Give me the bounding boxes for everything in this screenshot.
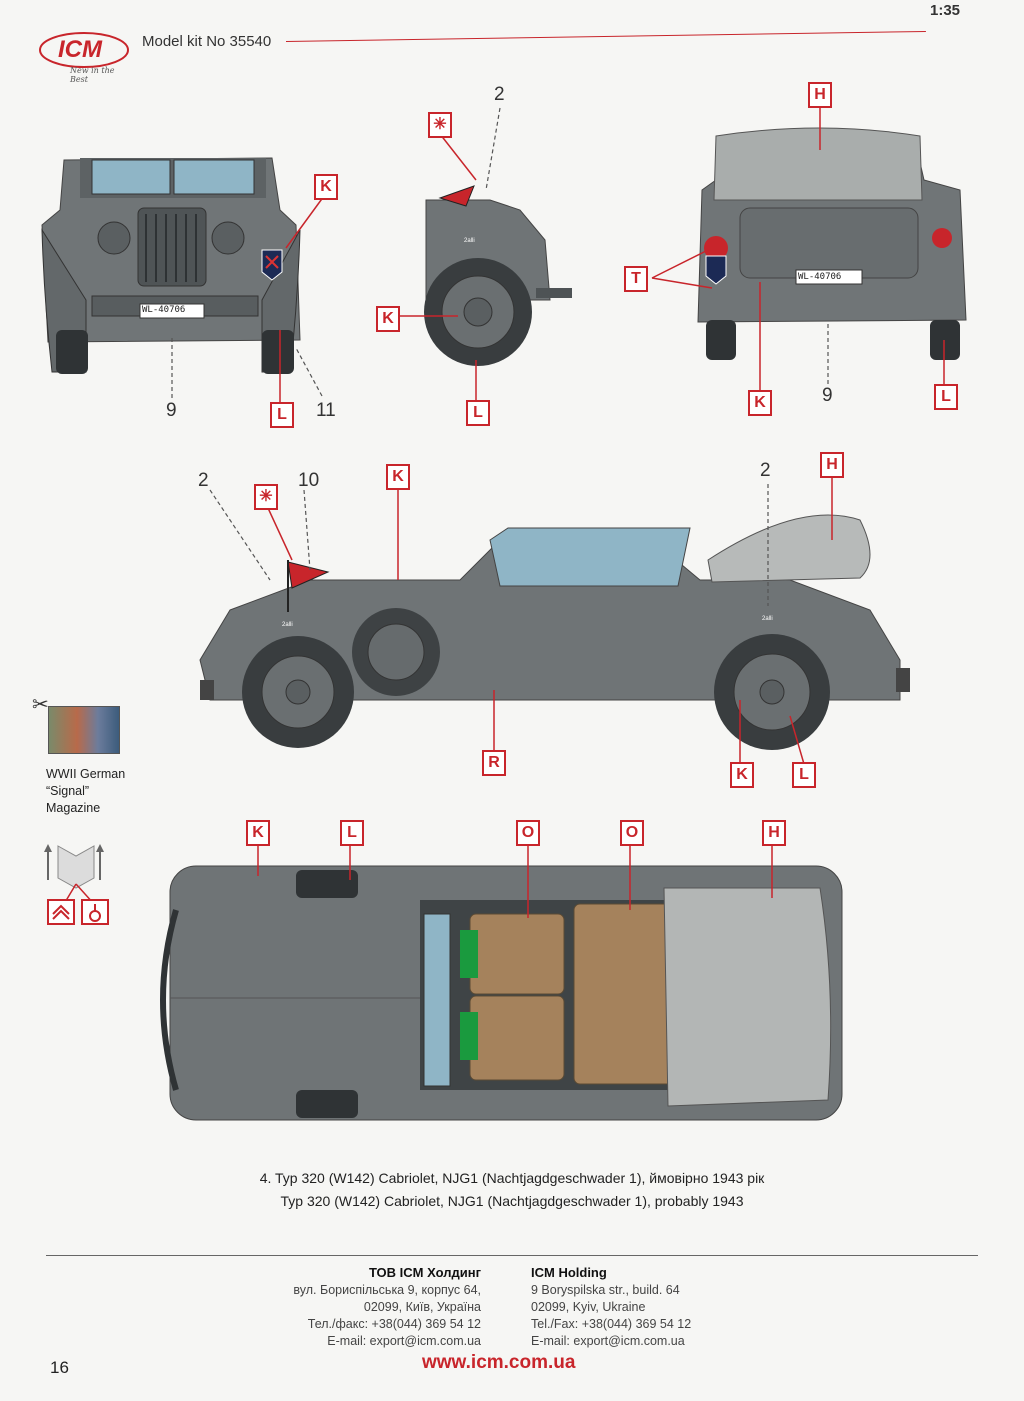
front-view: [41, 157, 301, 374]
footer-ua-email: E-mail: export@icm.com.ua: [327, 1334, 481, 1348]
footer-ua-phone: Тел./факс: +38(044) 369 54 12: [307, 1317, 481, 1331]
callout-k-top: K: [246, 820, 270, 846]
callout-asterisk-detail: ✳: [428, 112, 452, 138]
callout-k-side-wheel: K: [730, 762, 754, 788]
callout-2-side-front: 2: [198, 470, 209, 491]
logo-text: ICM: [58, 36, 102, 63]
scissors-icon: ✂: [32, 694, 49, 716]
footer-en-address: ICM Holding 9 Boryspilska str., build. 6…: [531, 1264, 771, 1350]
footer-ua-address: ТОВ ICM Холдинг вул. Бориспільська 9, ко…: [260, 1264, 481, 1350]
footer-en-addr1: 9 Boryspilska str., build. 64: [531, 1283, 680, 1297]
magazine-label: WWII German “Signal” Magazine: [46, 766, 125, 817]
callout-k-rear: K: [748, 390, 772, 416]
magazine-label-line3: Magazine: [46, 801, 101, 815]
callout-l-side-wheel: L: [792, 762, 816, 788]
footer-en-company: ICM Holding: [531, 1265, 607, 1280]
magazine-thumbnail: [48, 706, 120, 754]
rear-view: [697, 127, 967, 360]
magazine-label-line2: “Signal”: [46, 784, 90, 798]
decal-setting-icon: [81, 899, 109, 925]
footer-en-email: E-mail: export@icm.com.ua: [531, 1334, 685, 1348]
side-detail-view: [424, 185, 572, 366]
callout-l-detail: L: [466, 400, 490, 426]
footer-en-addr2: 02099, Kyiv, Ukraine: [531, 1300, 646, 1314]
caption-en: Typ 320 (W142) Cabriolet, NJG1 (Nachtjag…: [280, 1193, 744, 1209]
callout-9-rear: 9: [822, 385, 833, 406]
model-kit-number: Model kit No 35540: [142, 33, 272, 50]
marking-detail: 2alli: [464, 238, 475, 244]
logo-swoosh-icon: [39, 32, 129, 68]
plate-front: WL-40706: [142, 305, 186, 315]
top-view: [160, 865, 843, 1121]
callout-l-top: L: [340, 820, 364, 846]
footer-en-phone: Tel./Fax: +38(044) 369 54 12: [531, 1317, 692, 1331]
side-view: [199, 514, 910, 750]
callout-10-side: 10: [298, 470, 320, 491]
callout-l-rear: L: [934, 384, 958, 410]
plate-rear: WL-40706: [798, 272, 842, 282]
callout-l-front: L: [270, 402, 294, 428]
page-number: 16: [50, 1358, 69, 1377]
dashed-leaders: [171, 107, 829, 606]
callout-asterisk-side: ✳: [254, 484, 278, 510]
icm-logo: ICM New in the Best: [38, 28, 130, 84]
callout-2-side-rear: 2: [760, 460, 771, 481]
callout-t-rear: T: [624, 266, 648, 292]
magazine-label-line1: WWII German: [46, 767, 126, 781]
decal-sheet-icon: [44, 844, 104, 905]
footer-ua-company: ТОВ ICM Холдинг: [368, 1265, 481, 1280]
callout-o-top-front: O: [516, 820, 540, 846]
logo-tagline: New in the Best: [70, 66, 115, 84]
callout-2-detail: 2: [494, 84, 505, 105]
callout-k-side-hood: K: [386, 464, 410, 490]
callout-h-side: H: [820, 452, 844, 478]
caption-ua: 4. Typ 320 (W142) Cabriolet, NJG1 (Nacht…: [259, 1170, 765, 1186]
callout-9-front: 9: [166, 400, 177, 421]
callout-r-side: R: [482, 750, 506, 776]
callout-leaders: [257, 106, 945, 918]
water-soak-icon: [47, 899, 75, 925]
callout-k-front: K: [314, 174, 338, 200]
callout-o-top-rear: O: [620, 820, 644, 846]
callout-11-front: 11: [316, 400, 336, 421]
marking-side-rear: 2alli: [762, 616, 773, 622]
footer-ua-addr1: вул. Бориспільська 9, корпус 64,: [293, 1283, 481, 1297]
website-link[interactable]: www.icm.com.ua: [422, 1352, 576, 1373]
scale-label: 1:35: [930, 2, 961, 19]
footer-ua-addr2: 02099, Київ, Україна: [363, 1300, 481, 1314]
callout-k-detail: K: [376, 306, 400, 332]
marking-side-front: 2alli: [282, 622, 293, 628]
callout-h-top: H: [762, 820, 786, 846]
callout-h-rear: H: [808, 82, 832, 108]
footer-rule: [46, 1255, 978, 1256]
